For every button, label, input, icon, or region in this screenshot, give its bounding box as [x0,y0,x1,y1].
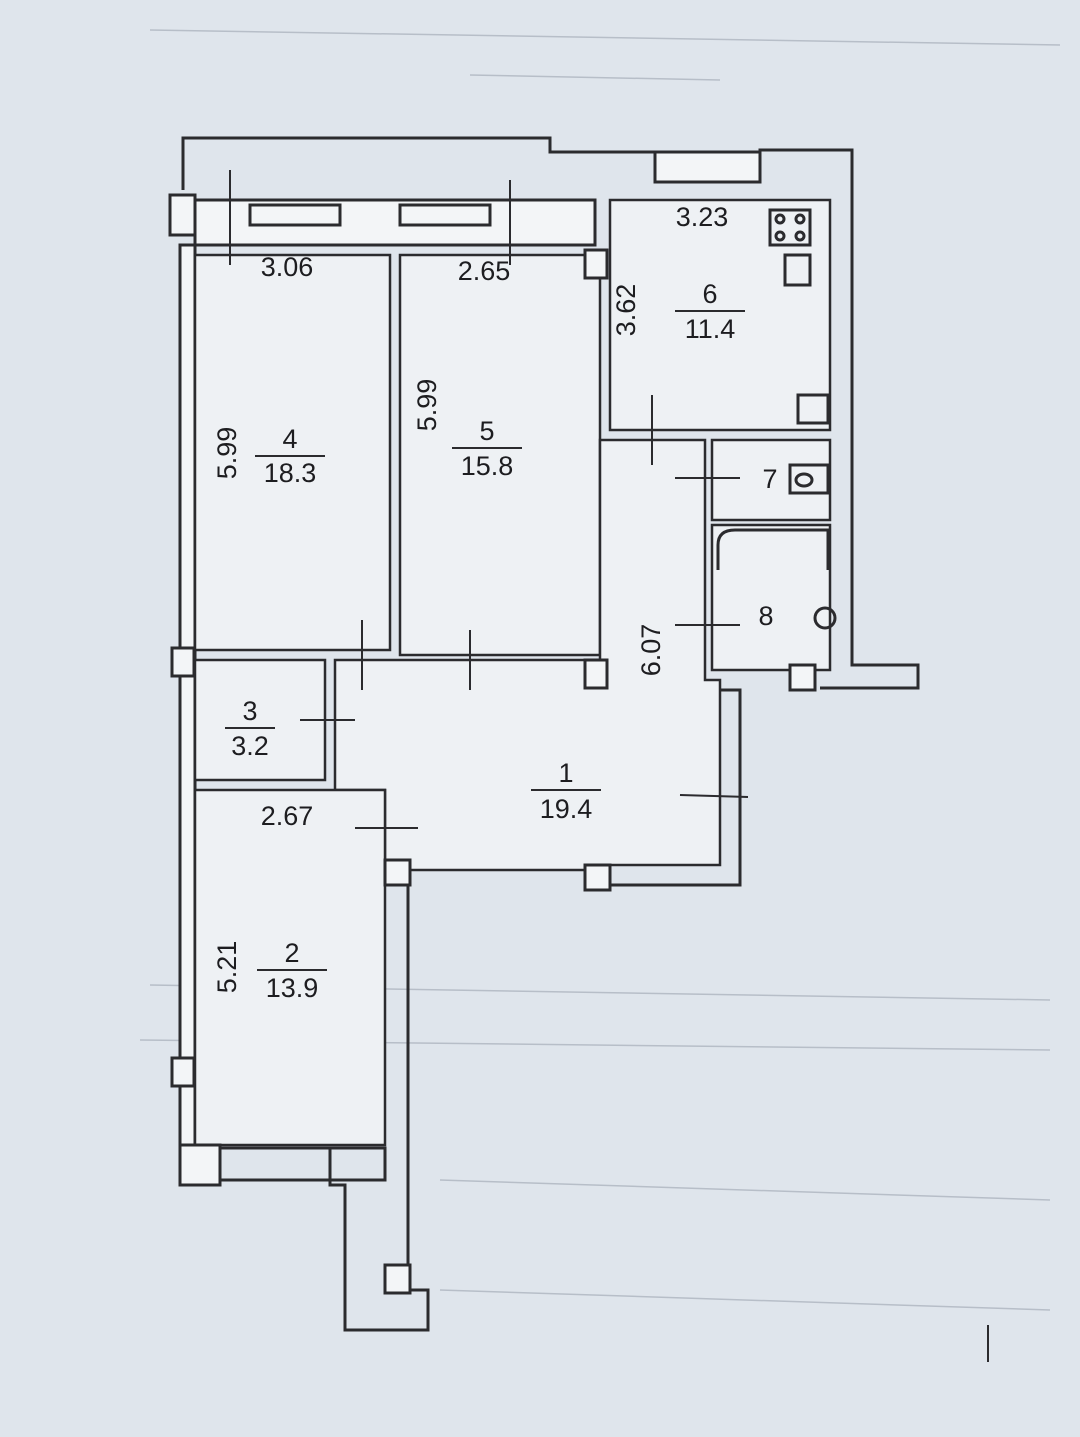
room-6 [608,198,832,432]
wall-column [583,248,609,280]
room-2-area: 13.9 [266,973,319,1003]
room-1-number: 1 [558,758,573,788]
dim-room6-width: 3.23 [676,202,729,232]
room-8 [710,523,832,672]
dim-room4-length: 5.99 [212,427,242,480]
room-1-area: 19.4 [540,794,593,824]
room-3-number: 3 [242,696,257,726]
room-8-number: 8 [758,601,773,631]
wall-column [383,1263,412,1295]
wall-column [383,858,412,887]
dim-room6-length: 3.62 [611,284,641,337]
left-wall [178,243,197,1147]
wall-column [170,646,196,678]
fridge-icon [783,253,812,287]
wall-column [583,658,609,690]
room-3-area: 3.2 [231,731,269,761]
room-7-number: 7 [762,464,777,494]
top-balcony [181,136,920,690]
room-2-number: 2 [284,938,299,968]
wall-column [178,1143,222,1187]
sink-icon [796,393,830,425]
dim-room5-width: 2.65 [458,256,511,286]
room-5 [398,253,602,657]
window [653,150,762,184]
toilet-icon [788,463,830,495]
dim-room4-width: 3.06 [261,252,314,282]
dim-room2-width: 2.67 [261,801,314,831]
dimension-labels: 3.06 2.65 3.23 3.62 5.99 5.99 6.07 2.67 … [212,202,728,993]
room-7 [710,438,832,522]
top-wall [193,198,597,247]
bathtub-icon [716,528,830,570]
room-4 [193,253,392,652]
window [398,203,492,227]
room-6-number: 6 [702,279,717,309]
window [248,203,342,227]
wall-column [168,193,197,237]
stove-icon [768,208,812,247]
wall-column [170,1056,196,1088]
hall-outer-wall [610,688,742,887]
dim-room2-length: 5.21 [212,941,242,994]
dim-hall-length: 6.07 [636,624,666,677]
room-4-area: 18.3 [264,458,317,488]
room-4-number: 4 [282,424,297,454]
wall-column [583,863,612,892]
door-markers [229,170,749,829]
washbasin-icon [813,606,837,630]
room-labels: 4 18.3 5 15.8 6 11.4 7 8 3 3.2 1 19.4 2 … [225,279,778,1003]
room-5-area: 15.8 [461,451,514,481]
dim-room5-length: 5.99 [412,379,442,432]
wall-column [788,663,817,692]
room-2 [193,788,387,1147]
room-6-area: 11.4 [685,314,736,344]
room-5-number: 5 [479,416,494,446]
